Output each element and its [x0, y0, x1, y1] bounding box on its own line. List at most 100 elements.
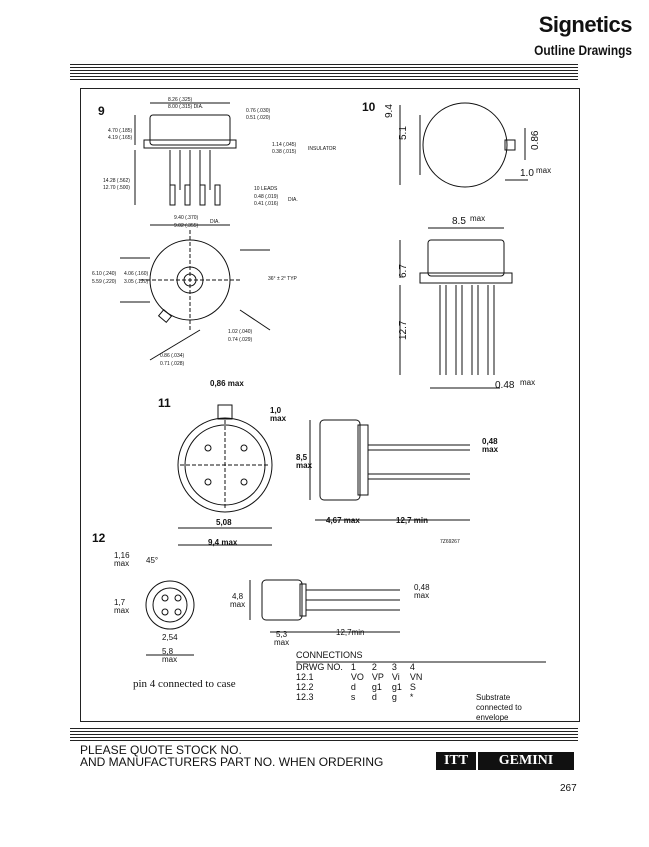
dim-label: 2,54 [162, 633, 178, 642]
connections-table: CONNECTIONS DRWG NO. 1 2 3 4 12.1 VO VP … [296, 650, 546, 702]
fig10-top-view [399, 102, 528, 188]
table-header-row: DRWG NO. 1 2 3 4 [296, 662, 430, 672]
divider [70, 737, 578, 738]
divider [70, 76, 578, 77]
dim-label: 9,4 max [208, 538, 238, 547]
dim-label: 8.5 [452, 216, 466, 227]
dim-label: 5.1 [398, 126, 409, 140]
dim-label: 0,48 [414, 583, 430, 592]
drawings-frame [80, 88, 580, 722]
dim-label: max [230, 600, 246, 609]
table-cell: g1 [391, 682, 402, 692]
dim-label: 5,8 [162, 647, 174, 656]
dim-label: 0.86 (.034) [160, 353, 185, 359]
dim-label: 0.41 (.016) [254, 201, 279, 207]
itt-gemini-logo: ITT GEMINI [436, 752, 576, 770]
divider [70, 740, 578, 741]
table-header: 1 [350, 662, 356, 672]
divider [70, 731, 578, 732]
fig10-side-view [399, 227, 513, 389]
dim-label: max [536, 166, 552, 175]
fig12-side-view [249, 579, 400, 633]
dim-label: 36° ± 2° TYP [268, 276, 297, 282]
drawing-code: 7Z69267 [440, 539, 460, 545]
table-header: 3 [391, 662, 397, 672]
fig11-bottom-view [177, 404, 273, 546]
dim-label: 4,8 [232, 592, 244, 601]
divider [70, 734, 578, 735]
figure-number: 11 [158, 396, 171, 410]
dim-label: INSULATOR [308, 146, 337, 152]
dim-label: 0.71 (.028) [160, 361, 185, 367]
table-cell: Vi [391, 672, 400, 682]
dim-label: max [414, 591, 430, 600]
dim-label: 0.51 (.020) [246, 115, 271, 121]
table-cell: S [409, 682, 416, 692]
figure-number: 9 [98, 104, 105, 118]
dim-label: 1,16 [114, 551, 130, 560]
divider [70, 79, 578, 80]
dim-label: 0,86 max [210, 379, 244, 388]
table-cell: g [391, 692, 397, 702]
note-text: pin 4 connected to case [133, 678, 236, 690]
dim-label: 4.06 (.160) [124, 271, 149, 277]
dim-label: 1.14 (.045) [272, 142, 297, 148]
table-row: 12.2 d g1 g1 S [296, 682, 430, 692]
dim-label: max [162, 655, 178, 664]
page-number: 267 [560, 783, 577, 794]
dim-label: 4.70 (.185) [108, 128, 133, 134]
page-subtitle: Outline Drawings [534, 42, 632, 58]
ordering-note: PLEASE QUOTE STOCK NO. AND MANUFACTURERS… [80, 744, 383, 768]
figure-number: 10 [362, 100, 376, 114]
table-header: 2 [371, 662, 377, 672]
fig12-bottom-view [145, 580, 195, 656]
dim-label: 0,48 [482, 437, 498, 446]
table-header: 4 [409, 662, 415, 672]
dim-label: 6.10 (.240) [92, 271, 117, 277]
dim-label: max [520, 378, 536, 387]
dim-label: 4,67 max [326, 516, 360, 525]
ordering-line: AND MANUFACTURERS PART NO. WHEN ORDERING [80, 755, 384, 769]
dim-label: 0.48 [495, 380, 515, 391]
table-cell: 12.2 [296, 682, 314, 692]
divider [70, 73, 578, 74]
dim-label: 45° [146, 556, 159, 565]
table-cell: 12.1 [296, 672, 314, 682]
brand-title: Signetics [538, 12, 633, 37]
dim-label: 0.86 [530, 130, 541, 150]
divider [70, 67, 578, 68]
dim-label: 12.7 [398, 320, 409, 340]
dim-label: max [114, 606, 130, 615]
dim-label: 1,7 [114, 598, 126, 607]
fig11-side-view [309, 419, 470, 521]
dim-label: 8.26 (.325) [168, 97, 193, 103]
table-row: 12.3 s d g * [296, 692, 430, 702]
table-cell: 12.3 [296, 692, 314, 702]
divider [70, 70, 578, 71]
table-cell: s [350, 692, 356, 702]
dim-label: max [296, 461, 313, 470]
dim-label: 0.48 (.019) [254, 194, 279, 200]
fig9-side-view [134, 102, 237, 226]
logo-gemini: GEMINI [478, 752, 574, 770]
table-header: DRWG NO. [296, 662, 343, 672]
dim-label: 12,7min [336, 628, 365, 637]
logo-itt: ITT [436, 752, 476, 770]
dim-label: DIA. [288, 197, 298, 203]
dim-label: max [470, 214, 486, 223]
dim-label: 1.0 [520, 168, 534, 179]
table-cell: VO [350, 672, 364, 682]
table-cell: VP [371, 672, 384, 682]
dim-label: 5,08 [216, 518, 232, 527]
dim-label: DIA. [210, 219, 220, 225]
figure-number: 12 [92, 531, 106, 545]
dim-label: 1,0 [270, 406, 282, 415]
dim-label: max [114, 559, 130, 568]
table-cell: * [409, 692, 414, 702]
dim-label: 4.19 (.165) [108, 135, 133, 141]
dim-label: 5,3 [276, 630, 288, 639]
dim-label: 14.28 (.562) [103, 178, 130, 184]
dim-label: 0.38 (.015) [272, 149, 297, 155]
dim-label: 9.02 (.355) [174, 223, 199, 229]
dim-label: 1.02 (.040) [228, 329, 253, 335]
